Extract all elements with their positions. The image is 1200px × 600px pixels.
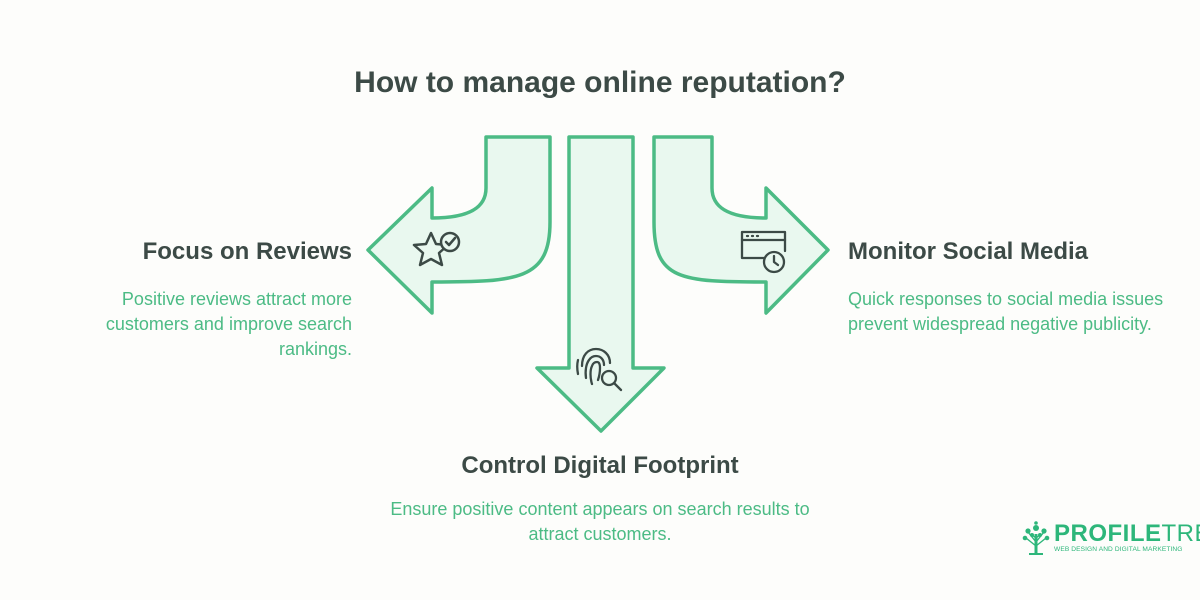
- focus-on-reviews-heading: Focus on Reviews: [142, 238, 352, 265]
- down-arrow: [535, 135, 666, 433]
- right-arrow: [652, 135, 830, 315]
- logo-wordmark: PROFILETREE: [1054, 520, 1200, 548]
- logo-tagline: WEB DESIGN AND DIGITAL MARKETING: [1054, 546, 1183, 553]
- fingerprint-search-icon: [576, 347, 623, 392]
- logo-name-part2: TREE: [1161, 520, 1200, 547]
- browser-clock-icon: [740, 230, 787, 274]
- page-title: How to manage online reputation?: [354, 66, 846, 99]
- star-check-icon: [412, 231, 461, 267]
- focus-on-reviews-description: Positive reviews attract more customers …: [105, 289, 352, 359]
- control-digital-footprint-heading: Control Digital Footprint: [461, 452, 739, 479]
- left-arrow: [366, 135, 552, 315]
- monitor-social-media-heading: Monitor Social Media: [848, 238, 1089, 265]
- tree-icon: [1022, 521, 1050, 555]
- monitor-social-media-description: Quick responses to social media issues p…: [848, 289, 1164, 334]
- control-digital-footprint-description: Ensure positive content appears on searc…: [390, 499, 810, 544]
- profiletree-logo: PROFILETREE WEB DESIGN AND DIGITAL MARKE…: [1020, 520, 1200, 556]
- logo-name-part1: PROFILE: [1054, 520, 1162, 547]
